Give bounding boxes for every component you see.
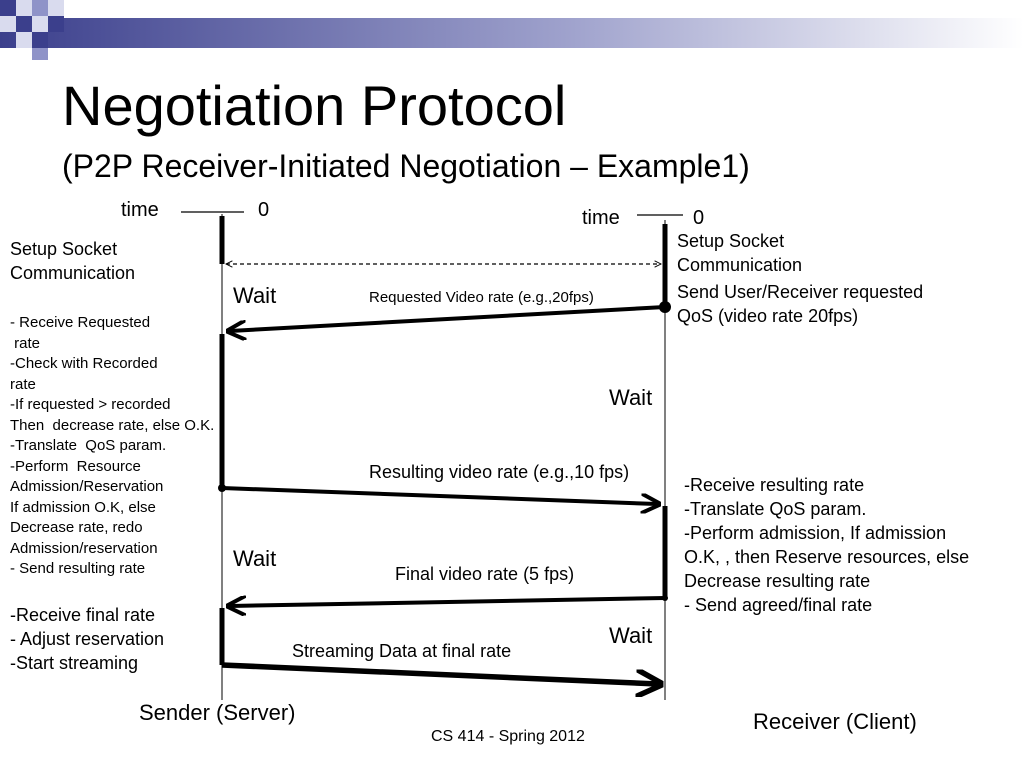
- slide-subtitle: (P2P Receiver-Initiated Negotiation – Ex…: [62, 148, 750, 184]
- final-rate-arrow: [230, 598, 666, 606]
- resulting-rate-label: Resulting video rate (e.g.,10 fps): [369, 462, 630, 482]
- sender-name: Sender (Server): [139, 700, 296, 725]
- receiver-final-dot: [662, 595, 668, 601]
- resulting-rate-arrow: [221, 486, 657, 504]
- header-square: [16, 16, 32, 32]
- sender-setup-text: Setup Socket Communication: [10, 239, 136, 283]
- header-square: [0, 16, 16, 32]
- receiver-time-label: time: [582, 207, 620, 229]
- sender-time-zero: 0: [258, 199, 270, 221]
- receiver-setup-text: Setup Socket Communication: [677, 231, 803, 275]
- header-square: [32, 48, 48, 60]
- header-square: [32, 0, 48, 16]
- receiver-name: Receiver (Client): [753, 709, 917, 734]
- sender-time-label: time: [121, 199, 159, 221]
- requested-rate-label: Requested Video rate (e.g.,20fps): [369, 289, 594, 306]
- receiver-steps: -Receive resulting rate -Translate QoS p…: [684, 475, 970, 615]
- header-square: [16, 0, 32, 16]
- requested-rate-arrow: [230, 305, 666, 331]
- header-square: [32, 32, 48, 48]
- receiver-wait-1: Wait: [609, 385, 653, 410]
- sender-result-dot: [218, 484, 226, 492]
- sender-wait-2: Wait: [233, 546, 277, 571]
- streaming-label: Streaming Data at final rate: [292, 641, 512, 661]
- header-decoration: [0, 0, 1024, 60]
- header-square: [16, 32, 32, 48]
- sender-wait-1: Wait: [233, 283, 277, 308]
- sender-steps-1: - Receive Requested rate -Check with Rec…: [10, 314, 215, 577]
- header-gradient-bar: [0, 18, 1024, 48]
- sender-steps-2: -Receive final rate - Adjust reservation…: [10, 605, 165, 673]
- receiver-time-zero: 0: [693, 207, 705, 229]
- receiver-request-dot: [659, 301, 671, 313]
- final-rate-label: Final video rate (5 fps): [395, 564, 575, 584]
- header-square: [0, 0, 16, 16]
- header-square: [48, 16, 64, 32]
- slide-footer: CS 414 - Spring 2012: [431, 728, 585, 745]
- slide-title: Negotiation Protocol: [62, 74, 567, 137]
- streaming-arrow: [221, 662, 658, 684]
- header-square: [32, 16, 48, 32]
- receiver-wait-2: Wait: [609, 623, 653, 648]
- header-square: [48, 0, 64, 16]
- receiver-request-text: Send User/Receiver requested QoS (video …: [677, 282, 924, 326]
